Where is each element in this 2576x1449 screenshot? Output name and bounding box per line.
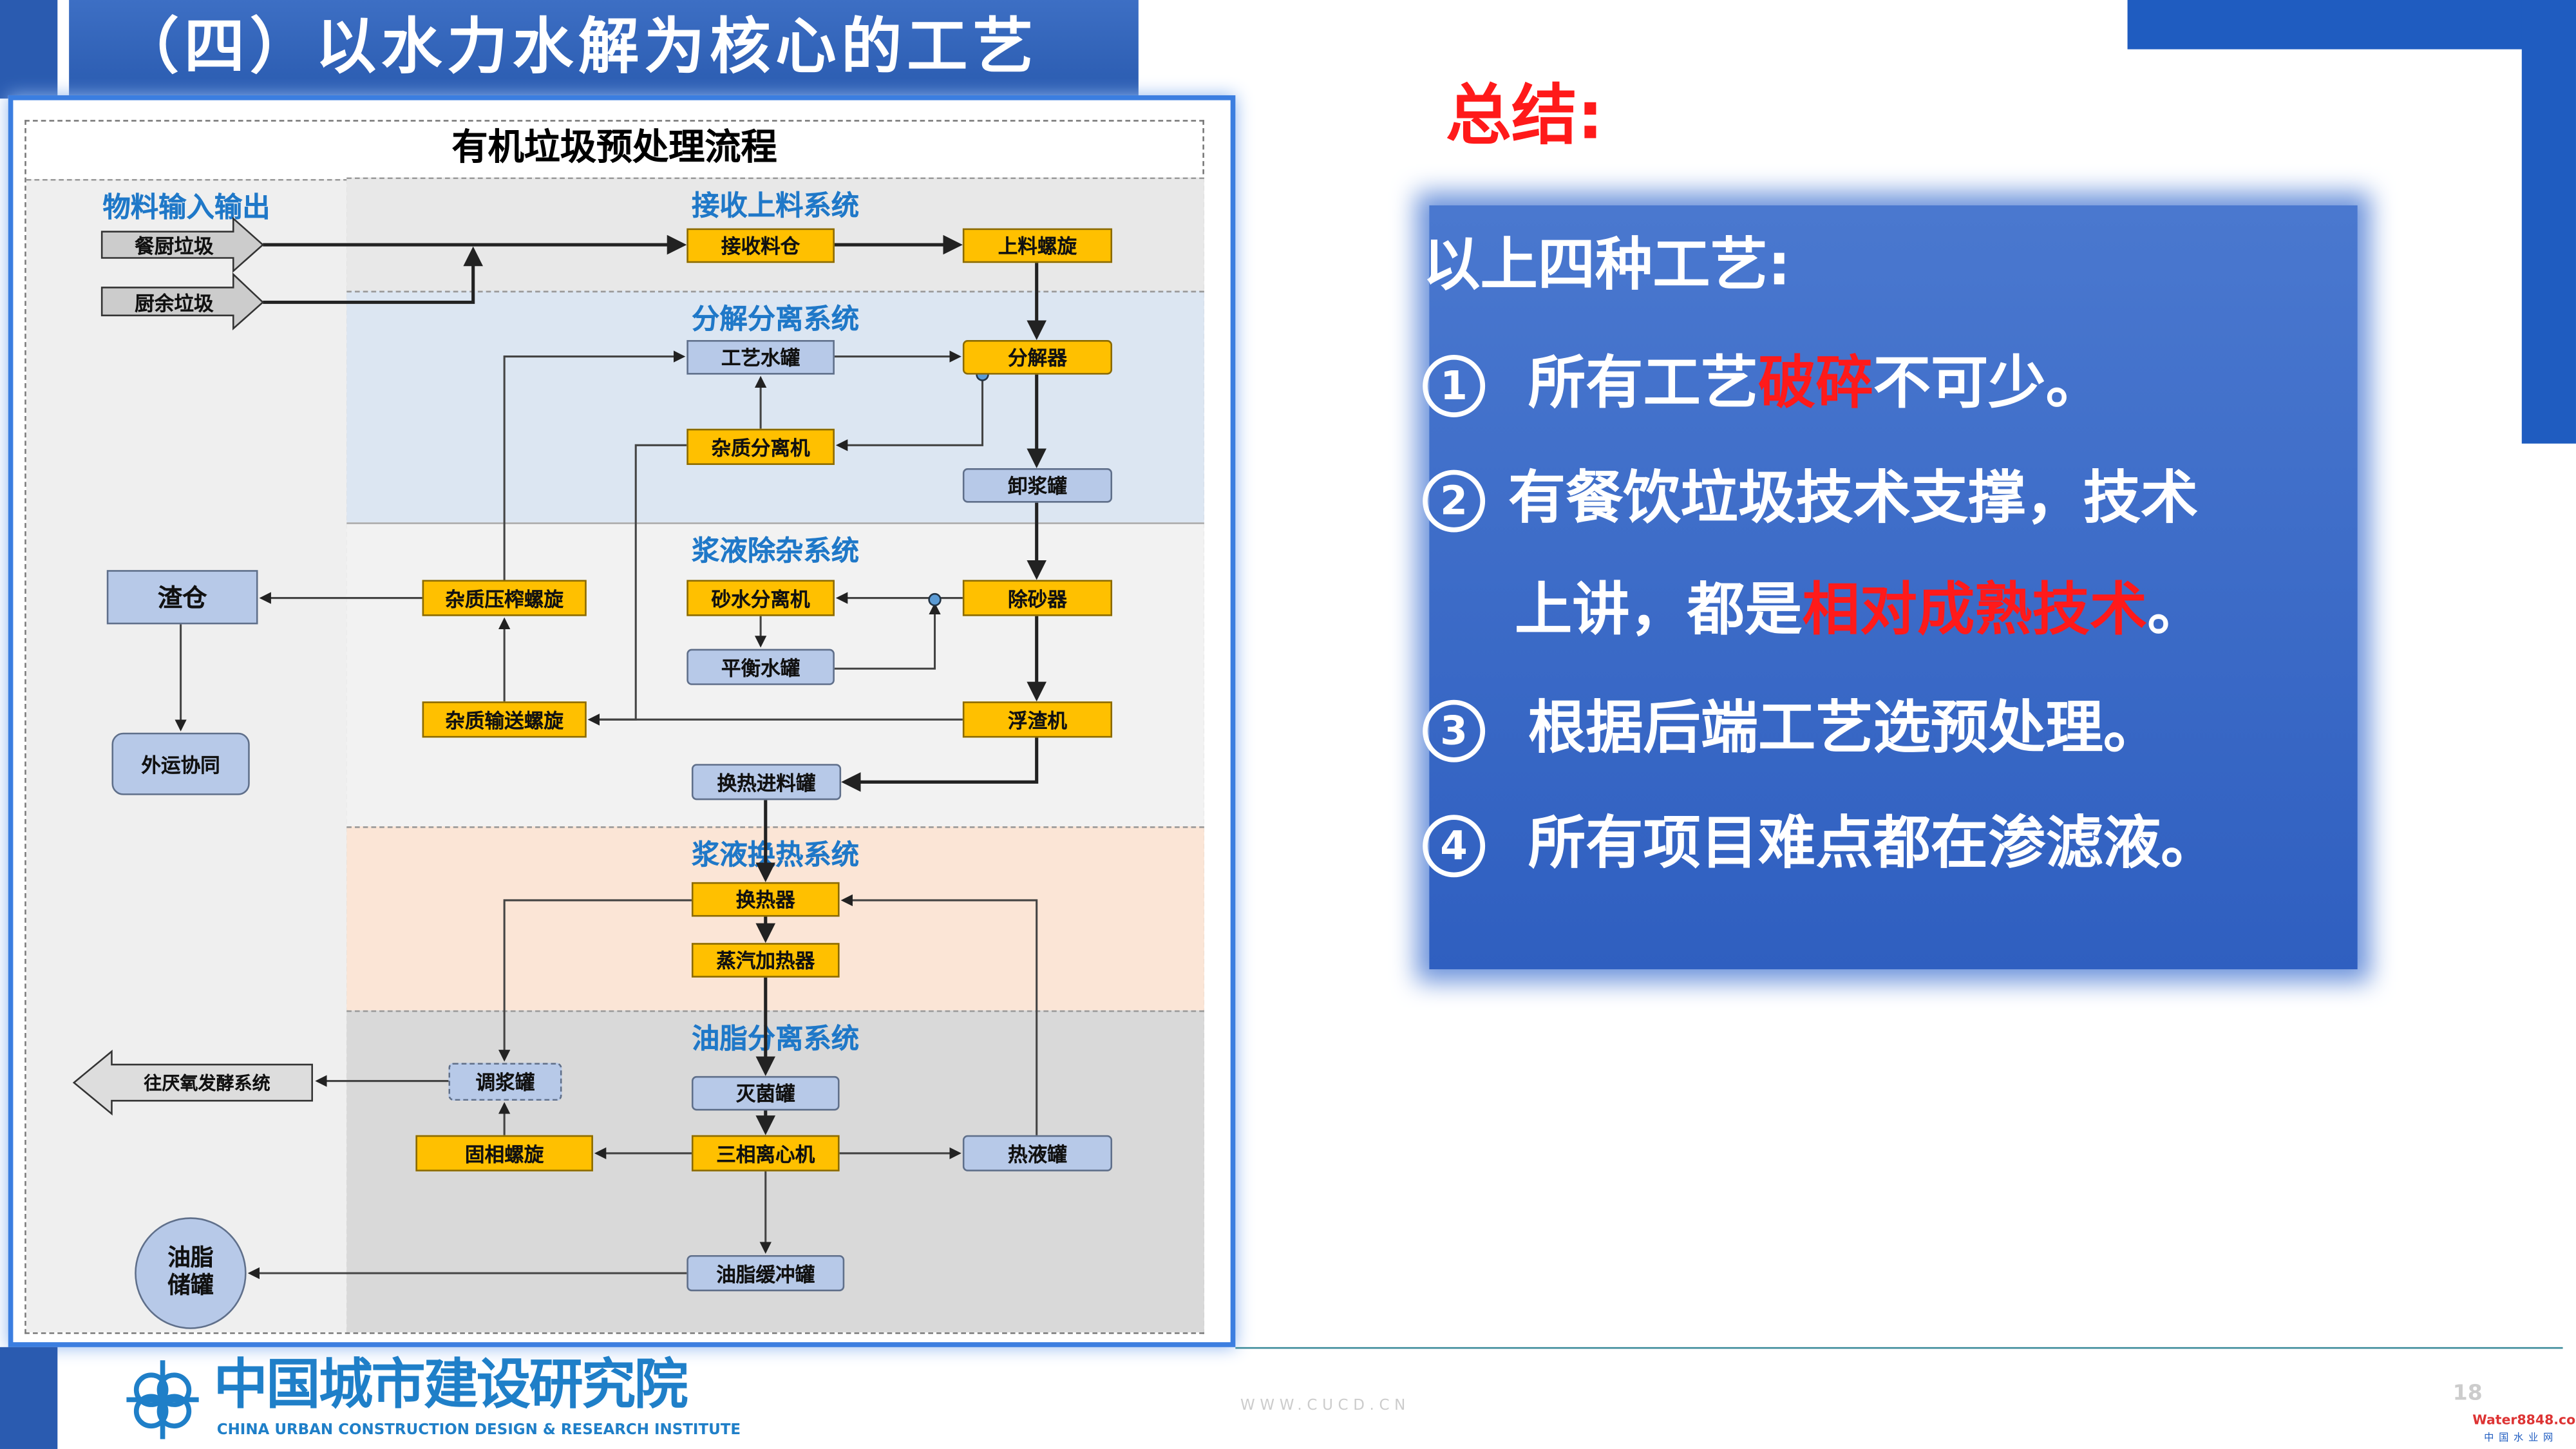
box-desander: 除砂器 bbox=[962, 580, 1113, 616]
website: WWW.CUCD.CN bbox=[1240, 1397, 1411, 1415]
section-label: 浆液除杂系统 bbox=[691, 535, 860, 569]
watermark-en: Water8848.com bbox=[2472, 1412, 2576, 1428]
box-hx-feed-tank: 换热进料罐 bbox=[691, 764, 842, 800]
box-discharge-tank: 卸浆罐 bbox=[962, 468, 1113, 503]
box-slurry-tank: 调浆罐 bbox=[448, 1063, 562, 1101]
text: 有餐饮垃圾技术支撑，技术 bbox=[1508, 466, 2199, 533]
box-scum-machine: 浮渣机 bbox=[962, 701, 1113, 738]
watermark-cn: 中国水业网 bbox=[2484, 1432, 2558, 1444]
box-grease-storage: 油脂 储罐 bbox=[135, 1217, 247, 1329]
org-name-en: CHINA URBAN CONSTRUCTION DESIGN & RESEAR… bbox=[216, 1423, 741, 1439]
box-impurity-conveyor: 杂质输送螺旋 bbox=[422, 701, 587, 738]
box-process-water-tank: 工艺水罐 bbox=[687, 340, 835, 375]
box-solid-screw: 固相螺旋 bbox=[415, 1135, 593, 1171]
corner-bar-right bbox=[2521, 0, 2576, 444]
box-steam-heater: 蒸汽加热器 bbox=[691, 943, 840, 978]
section-heat: 浆液换热系统 bbox=[346, 826, 1204, 1010]
box-receive-bin: 接收料仓 bbox=[687, 228, 835, 263]
box-offsite: 外运协同 bbox=[111, 732, 250, 795]
input-food-waste: 餐厨垃圾 bbox=[135, 234, 214, 258]
summary-item-4: 4 所有项目难点都在渗滤液。 bbox=[1423, 797, 2218, 880]
box-sterilization-tank: 灭菌罐 bbox=[691, 1075, 840, 1111]
highlight: 相对成熟技术 bbox=[1802, 578, 2148, 644]
text: 。 bbox=[2147, 578, 2205, 644]
page-number: 18 bbox=[2452, 1381, 2483, 1406]
box-sand-water-separator: 砂水分离机 bbox=[687, 580, 835, 616]
number-2-icon: 2 bbox=[1423, 469, 1486, 533]
org-logo-icon bbox=[126, 1360, 199, 1439]
text: 不可少。 bbox=[1873, 351, 2103, 417]
summary-item-2: 2 有餐饮垃圾技术支撑，技术 bbox=[1423, 452, 2198, 536]
number-3-icon: 3 bbox=[1423, 699, 1486, 762]
footer-bar-left bbox=[0, 1347, 58, 1449]
summary-item-1: 1 所有工艺破碎不可少。 bbox=[1423, 337, 2103, 421]
section-label: 接收上料系统 bbox=[691, 190, 860, 223]
summary-panel: 以上四种工艺: 1 所有工艺破碎不可少。 2 有餐饮垃圾技术支撑，技术 上讲，都是… bbox=[1423, 205, 2358, 970]
flowchart-title: 有机垃圾预处理流程 bbox=[451, 128, 777, 169]
summary-heading: 总结: bbox=[1445, 79, 1604, 155]
box-decomposer: 分解器 bbox=[962, 340, 1113, 375]
section-label: 浆液换热系统 bbox=[691, 839, 860, 873]
input-kitchen-waste: 厨余垃圾 bbox=[135, 291, 214, 315]
box-hot-liquid-tank: 热液罐 bbox=[962, 1135, 1113, 1171]
box-residue-bin: 渣仓 bbox=[106, 570, 258, 625]
number-4-icon: 4 bbox=[1423, 815, 1486, 878]
box-impurity-press-screw: 杂质压榨螺旋 bbox=[422, 580, 587, 616]
text: 所有项目难点都在渗滤液。 bbox=[1528, 811, 2219, 878]
output-anaerobic: 往厌氧发酵系统 bbox=[144, 1072, 270, 1094]
summary-item-3: 3 根据后端工艺选预处理。 bbox=[1423, 682, 2161, 766]
summary-intro: 以上四种工艺: bbox=[1423, 233, 1791, 299]
box-tricanter: 三相离心机 bbox=[691, 1135, 840, 1171]
section-label: 油脂分离系统 bbox=[691, 1023, 860, 1057]
text: 所有工艺 bbox=[1528, 351, 1759, 417]
box-grease-buffer-tank: 油脂缓冲罐 bbox=[687, 1255, 845, 1292]
text: 上讲，都是 bbox=[1515, 578, 1803, 644]
corner-bar-left bbox=[0, 0, 58, 99]
corner-bar-top-right bbox=[2127, 0, 2576, 50]
box-heat-exchanger: 换热器 bbox=[691, 882, 840, 917]
left-column-label: 物料输入输出 bbox=[102, 192, 270, 225]
grease-storage-line1: 油脂 bbox=[167, 1245, 214, 1272]
box-feed-screw: 上料螺旋 bbox=[962, 228, 1113, 263]
box-impurity-separator: 杂质分离机 bbox=[687, 428, 835, 465]
section-label: 分解分离系统 bbox=[691, 303, 860, 337]
box-balance-tank: 平衡水罐 bbox=[687, 649, 835, 685]
footer-divider bbox=[1235, 1347, 2563, 1349]
summary-item-2-cont: 上讲，都是相对成熟技术。 bbox=[1515, 564, 2205, 647]
text: 根据后端工艺选预处理。 bbox=[1528, 696, 2161, 762]
highlight: 破碎 bbox=[1758, 351, 1873, 417]
grease-storage-line2: 储罐 bbox=[167, 1273, 214, 1300]
page-title: （四）以水力水解为核心的工艺 bbox=[69, 0, 1139, 95]
org-name-cn: 中国城市建设研究院 bbox=[213, 1352, 688, 1416]
number-1-icon: 1 bbox=[1423, 355, 1486, 417]
